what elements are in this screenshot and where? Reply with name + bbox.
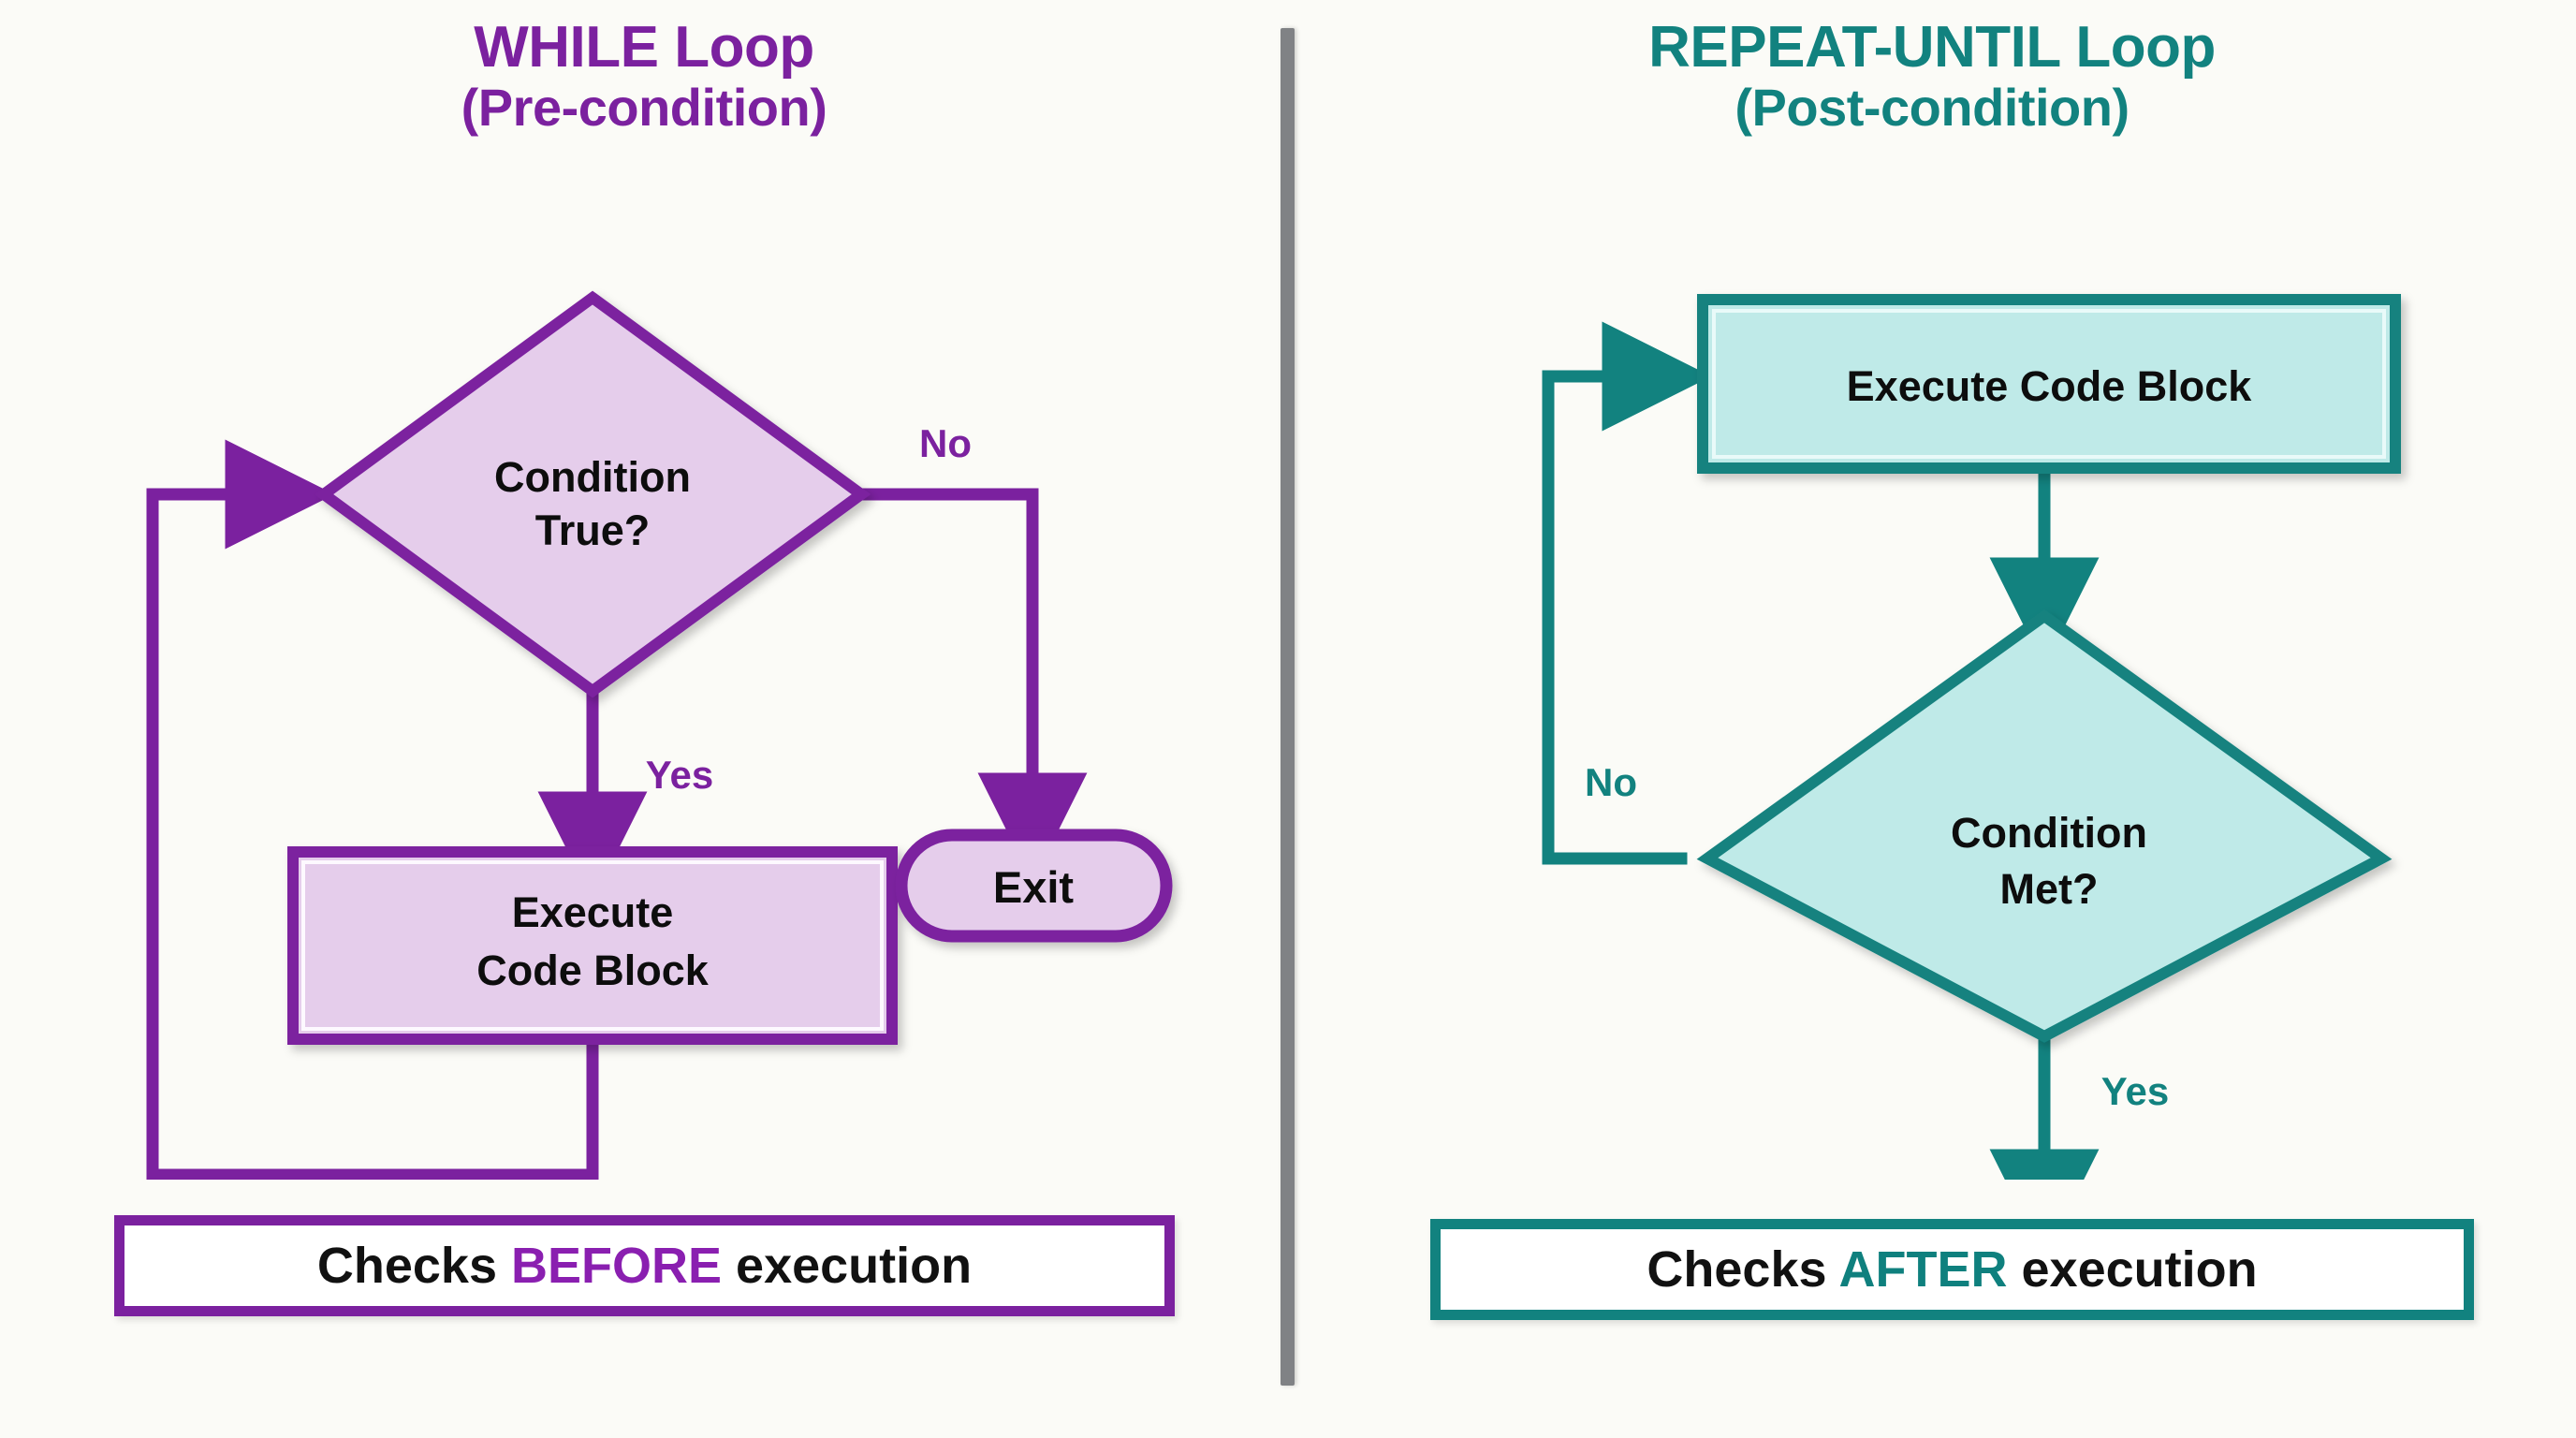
while-summary-banner: Checks BEFORE execution: [114, 1215, 1175, 1316]
while-loop-title-line2: (Pre-condition): [461, 77, 827, 137]
repeat-no-feedback-edge: [1542, 321, 1712, 865]
while-exit-label: Exit: [993, 862, 1075, 912]
repeat-banner-prefix: Checks: [1647, 1241, 1839, 1298]
while-decision-label-line1: Condition: [494, 453, 691, 501]
repeat-until-loop-title: REPEAT-UNTIL Loop (Post-condition): [1288, 15, 2576, 137]
while-edge-label-yes: Yes: [646, 753, 713, 797]
while-banner-prefix: Checks: [316, 1238, 511, 1294]
repeat-edge-label-no: No: [1585, 760, 1637, 804]
while-process-label-line1: Execute: [512, 888, 674, 936]
repeat-process-box[interactable]: [1697, 294, 2401, 474]
while-process-label-line2: Code Block: [476, 946, 710, 994]
while-banner-suffix: execution: [722, 1238, 973, 1294]
repeat-banner-text: Checks AFTER execution: [1647, 1240, 2257, 1299]
while-decision-label-line2: True?: [535, 506, 651, 554]
repeat-banner-emphasis: AFTER: [1838, 1241, 2008, 1298]
while-banner-text: Checks BEFORE execution: [317, 1237, 972, 1295]
repeat-decision-label-line2: Met?: [2000, 865, 2099, 913]
repeat-decision-diamond[interactable]: [1696, 609, 2393, 1043]
repeat-until-flowchart: Execute Code Block Condition Met? Exit N…: [1542, 294, 2401, 1180]
repeat-banner-suffix: execution: [2007, 1241, 2258, 1298]
while-edge-label-no: No: [919, 421, 972, 465]
repeat-until-title-line2: (Post-condition): [1734, 77, 2130, 137]
while-loop-flowchart: Condition True? Execute Code Block Exit …: [146, 290, 1173, 1180]
repeat-until-loop-panel: REPEAT-UNTIL Loop (Post-condition): [1288, 0, 2576, 1438]
while-loop-panel: WHILE Loop (Pre-condition): [0, 15, 1288, 1316]
while-loop-title-line1: WHILE Loop: [474, 15, 814, 80]
repeat-until-title-line1: REPEAT-UNTIL Loop: [1648, 15, 2216, 80]
repeat-process-label: Execute Code Block: [1847, 362, 2253, 410]
repeat-summary-banner: Checks AFTER execution: [1430, 1219, 2474, 1320]
while-no-edge: [855, 488, 1088, 883]
while-process-box-visual[interactable]: [287, 846, 898, 1045]
while-banner-emphasis: BEFORE: [511, 1238, 723, 1294]
while-loop-title: WHILE Loop (Pre-condition): [0, 15, 1288, 137]
while-feedback-loop-edge: [146, 439, 599, 1180]
panel-divider: [1281, 28, 1295, 1386]
repeat-edge-label-yes: Yes: [2101, 1069, 2169, 1113]
while-exit-terminal[interactable]: [895, 829, 1173, 943]
while-decision-diamond[interactable]: [314, 290, 871, 698]
repeat-decision-label-line1: Condition: [1951, 809, 2147, 857]
